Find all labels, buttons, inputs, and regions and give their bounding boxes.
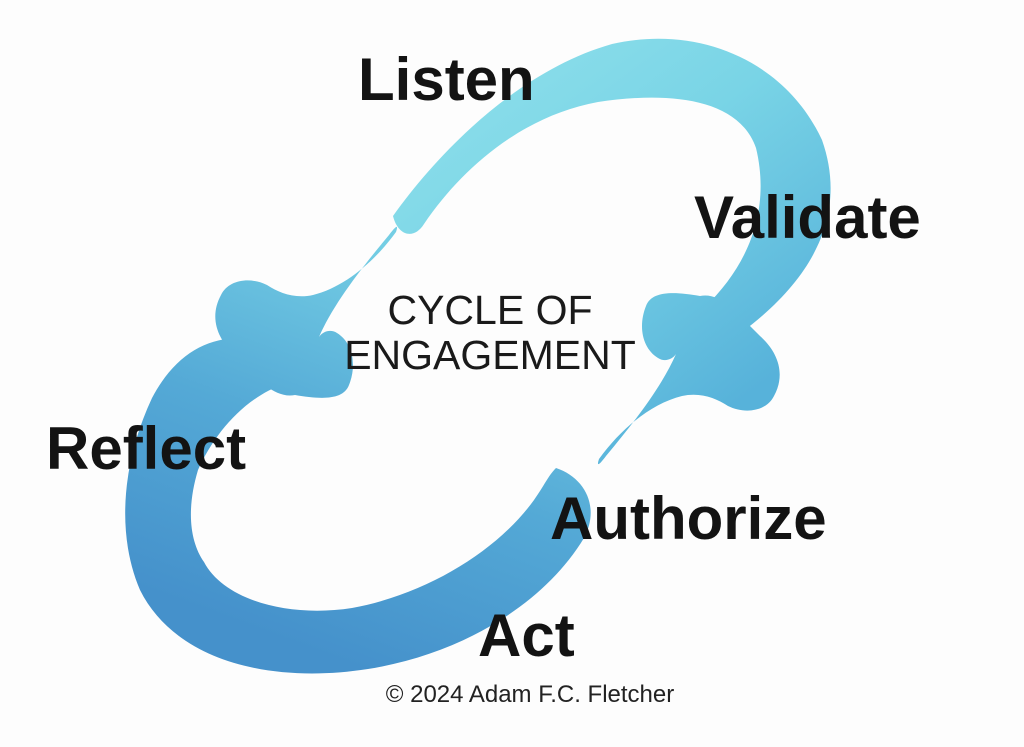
stage-label-act: Act: [478, 602, 575, 669]
stage-label-reflect: Reflect: [46, 415, 247, 482]
diagram-title: CYCLE OF ENGAGEMENT: [344, 288, 636, 378]
diagram-title-line1: CYCLE OF: [387, 287, 593, 333]
stage-label-listen: Listen: [358, 46, 535, 113]
top-arrow-head: [597, 293, 780, 465]
bottom-arrow-head: [215, 226, 398, 398]
diagram-title-line2: ENGAGEMENT: [344, 332, 636, 378]
copyright-notice: © 2024 Adam F.C. Fletcher: [385, 681, 675, 708]
bottom-arrow-body: [125, 338, 591, 674]
top-arrow-body: [393, 38, 831, 333]
stage-label-authorize: Authorize: [550, 485, 827, 552]
stage-label-validate: Validate: [694, 184, 921, 251]
